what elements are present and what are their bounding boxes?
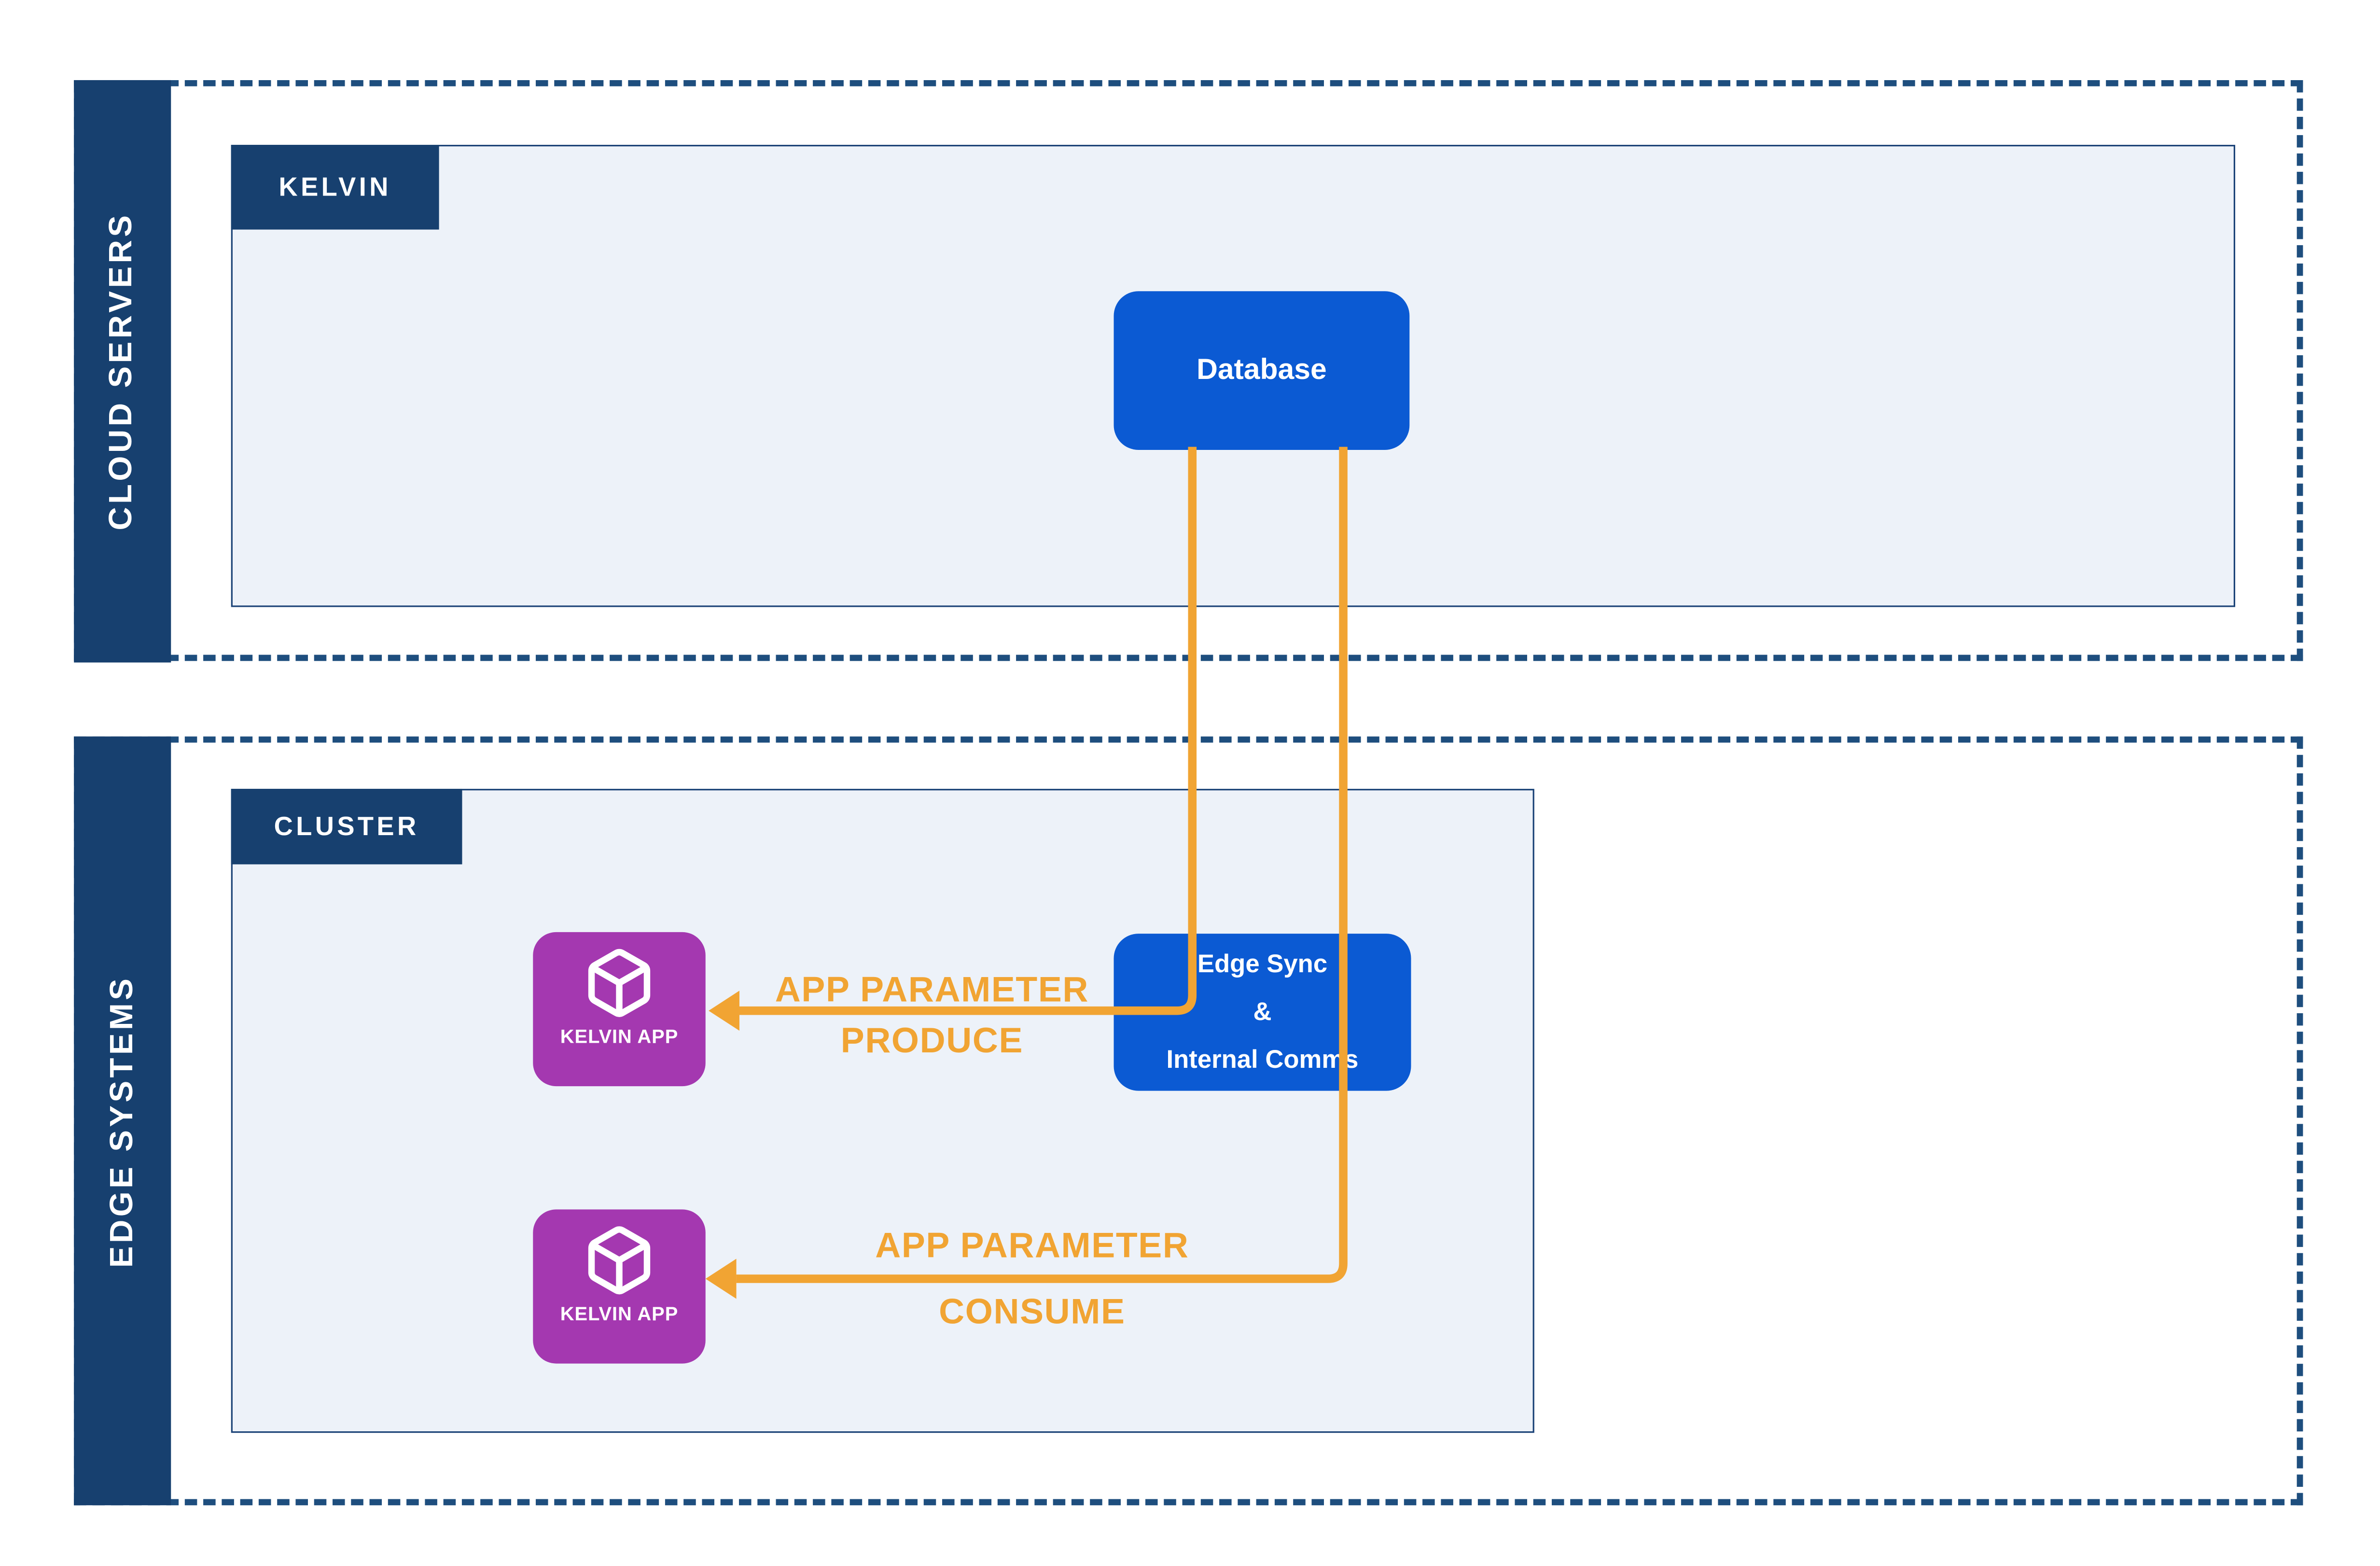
edge-systems-side-label: EDGE SYSTEMS [104, 975, 139, 1267]
kelvin-panel-title: KELVIN [278, 171, 391, 201]
kelvin-app-bottom-label: KELVIN APP [560, 1303, 679, 1325]
edge-sync-label-line2: & [1253, 997, 1272, 1026]
cloud-servers-side-bar: CLOUD SERVERS [74, 80, 171, 663]
box-cube-icon [588, 1226, 651, 1295]
cluster-panel-title-box: CLUSTER [231, 789, 462, 865]
edge-sync-label-line3: Internal Comms [1166, 1045, 1359, 1073]
box-cube-icon [588, 949, 651, 1017]
produce-flow-label-line1: APP PARAMETER [775, 969, 1089, 1009]
kelvin-panel-title-box: KELVIN [231, 145, 439, 230]
cluster-panel-title: CLUSTER [274, 811, 419, 841]
consume-flow-label-line2: CONSUME [939, 1291, 1126, 1331]
database-node: Database [1113, 291, 1410, 450]
edge-sync-label-line1: Edge Sync [1197, 950, 1328, 978]
kelvin-app-node-top: KELVIN APP [533, 932, 706, 1087]
consume-flow-label-line1: APP PARAMETER [875, 1225, 1189, 1265]
database-node-label: Database [1197, 353, 1327, 386]
edge-systems-side-bar: EDGE SYSTEMS [74, 736, 171, 1506]
cloud-servers-side-label: CLOUD SERVERS [104, 212, 139, 531]
kelvin-app-node-bottom: KELVIN APP [533, 1209, 706, 1364]
cluster-panel [231, 789, 1534, 1433]
edge-sync-node: Edge Sync & Internal Comms [1113, 934, 1411, 1091]
kelvin-app-top-label: KELVIN APP [560, 1026, 679, 1048]
produce-flow-label-line2: PRODUCE [840, 1020, 1024, 1060]
